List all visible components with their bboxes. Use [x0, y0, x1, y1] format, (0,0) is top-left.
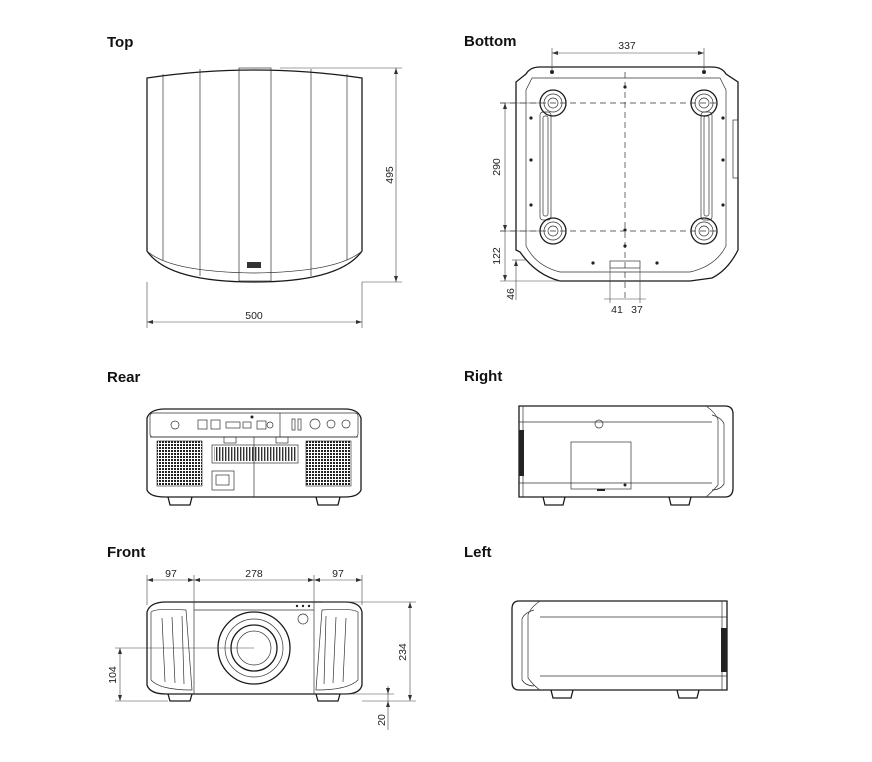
rear-view: [146, 408, 362, 506]
top-depth-label: 495: [384, 166, 396, 184]
bottom-foot-to-edge-label: 122: [491, 247, 503, 265]
title-rear: Rear: [107, 369, 141, 386]
front-view: 97 278 97 234 104 20: [107, 568, 416, 730]
front-height-label: 234: [397, 643, 409, 661]
front-lens-height-label: 104: [107, 666, 119, 684]
front-side-left-label: 97: [165, 568, 177, 580]
title-bottom: Bottom: [464, 33, 517, 50]
front-foot-height-label: 20: [376, 714, 388, 726]
bottom-center-left-label: 41: [611, 304, 623, 316]
bottom-rear-offset-label: 46: [505, 288, 517, 300]
bottom-view: 337 290 122 46 41 37: [491, 40, 739, 316]
front-side-right-label: 97: [332, 568, 344, 580]
bottom-foot-span-x-label: 337: [618, 40, 636, 52]
top-width-label: 500: [245, 310, 263, 322]
title-front: Front: [107, 544, 146, 561]
bottom-foot-span-y-label: 290: [491, 158, 503, 176]
logo-badge-icon: [247, 262, 261, 268]
bottom-center-right-label: 37: [631, 304, 643, 316]
left-view: [511, 600, 728, 699]
right-view: [518, 405, 734, 506]
title-right: Right: [464, 368, 503, 385]
front-center-label: 278: [245, 568, 263, 580]
top-view: 500 495: [146, 67, 402, 328]
title-left: Left: [464, 544, 492, 561]
title-top: Top: [107, 34, 134, 51]
